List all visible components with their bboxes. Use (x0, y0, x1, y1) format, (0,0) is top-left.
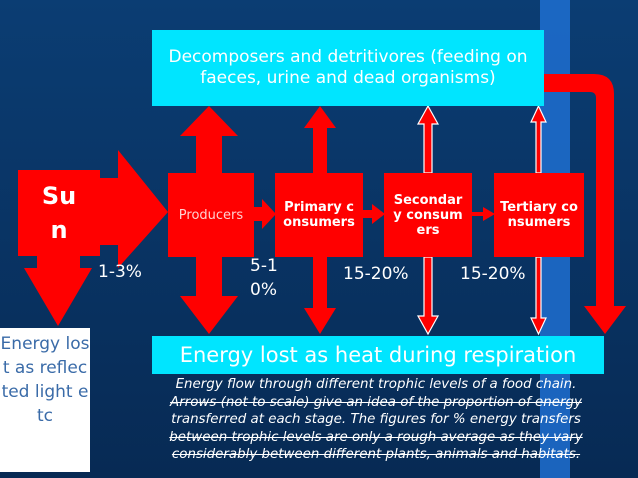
arrow-producers-up (180, 106, 238, 173)
heat-loss-box: Energy lost as heat during respiration (152, 336, 604, 374)
secondary-consumers-label: Secondary consumers (393, 192, 463, 238)
secondary-consumers-box: Secondary consumers (384, 173, 472, 257)
primary-consumers-box: Primary consumers (275, 173, 363, 257)
arrow-secondary-to-tertiary (472, 207, 495, 221)
reflected-light-box: Energy lost as reflected light etc (0, 328, 90, 472)
caption-line-3: transferred at each stage. The figures f… (171, 412, 581, 428)
sun-box: Sun (18, 170, 100, 256)
decomposers-box: Decomposers and detritivores (feeding on… (152, 30, 544, 106)
arrow-sun-down-reflected (24, 256, 92, 326)
caption-line-1: Energy flow through different trophic le… (175, 377, 577, 392)
producers-label: Producers (178, 207, 244, 223)
tertiary-consumers-box: Tertiary consumers (494, 173, 584, 257)
arrow-producers-down (180, 257, 238, 334)
reflected-light-label: Energy lost as reflected light etc (0, 334, 90, 426)
heat-loss-label: Energy lost as heat during respiration (179, 343, 577, 367)
transfer-secondary-to-tertiary: 15-20% (460, 264, 526, 284)
producers-box: Producers (168, 173, 254, 257)
transfer-primary-to-secondary: 15-20% (343, 264, 409, 284)
caption-line-4: between trophic levels are only a rough … (169, 429, 583, 445)
arrow-tertiary-up (530, 104, 547, 174)
arrow-secondary-down (416, 256, 440, 336)
arrow-producers-to-primary (254, 199, 276, 229)
primary-consumers-label: Primary consumers (283, 200, 355, 230)
caption-line-5: considerably between different plants, a… (171, 447, 581, 463)
arrow-primary-to-secondary (363, 204, 385, 224)
sun-label: Sun (41, 182, 77, 244)
caption: Energy flow through different trophic le… (136, 376, 616, 464)
arrow-secondary-up (416, 104, 440, 174)
arrow-tertiary-down (530, 256, 547, 336)
transfer-producers-to-primary: 5-10% (250, 256, 278, 300)
arrow-primary-up (304, 106, 336, 173)
decomposers-label: Decomposers and detritivores (feeding on… (168, 47, 528, 88)
arrow-decomposers-to-heat (544, 74, 626, 334)
arrow-sun-to-producers (100, 150, 168, 268)
tertiary-consumers-label: Tertiary consumers (500, 200, 578, 230)
arrow-primary-down (304, 257, 336, 334)
caption-line-2: Arrows (not to scale) give an idea of th… (170, 394, 582, 410)
transfer-sun-to-producers: 1-3% (98, 262, 142, 282)
